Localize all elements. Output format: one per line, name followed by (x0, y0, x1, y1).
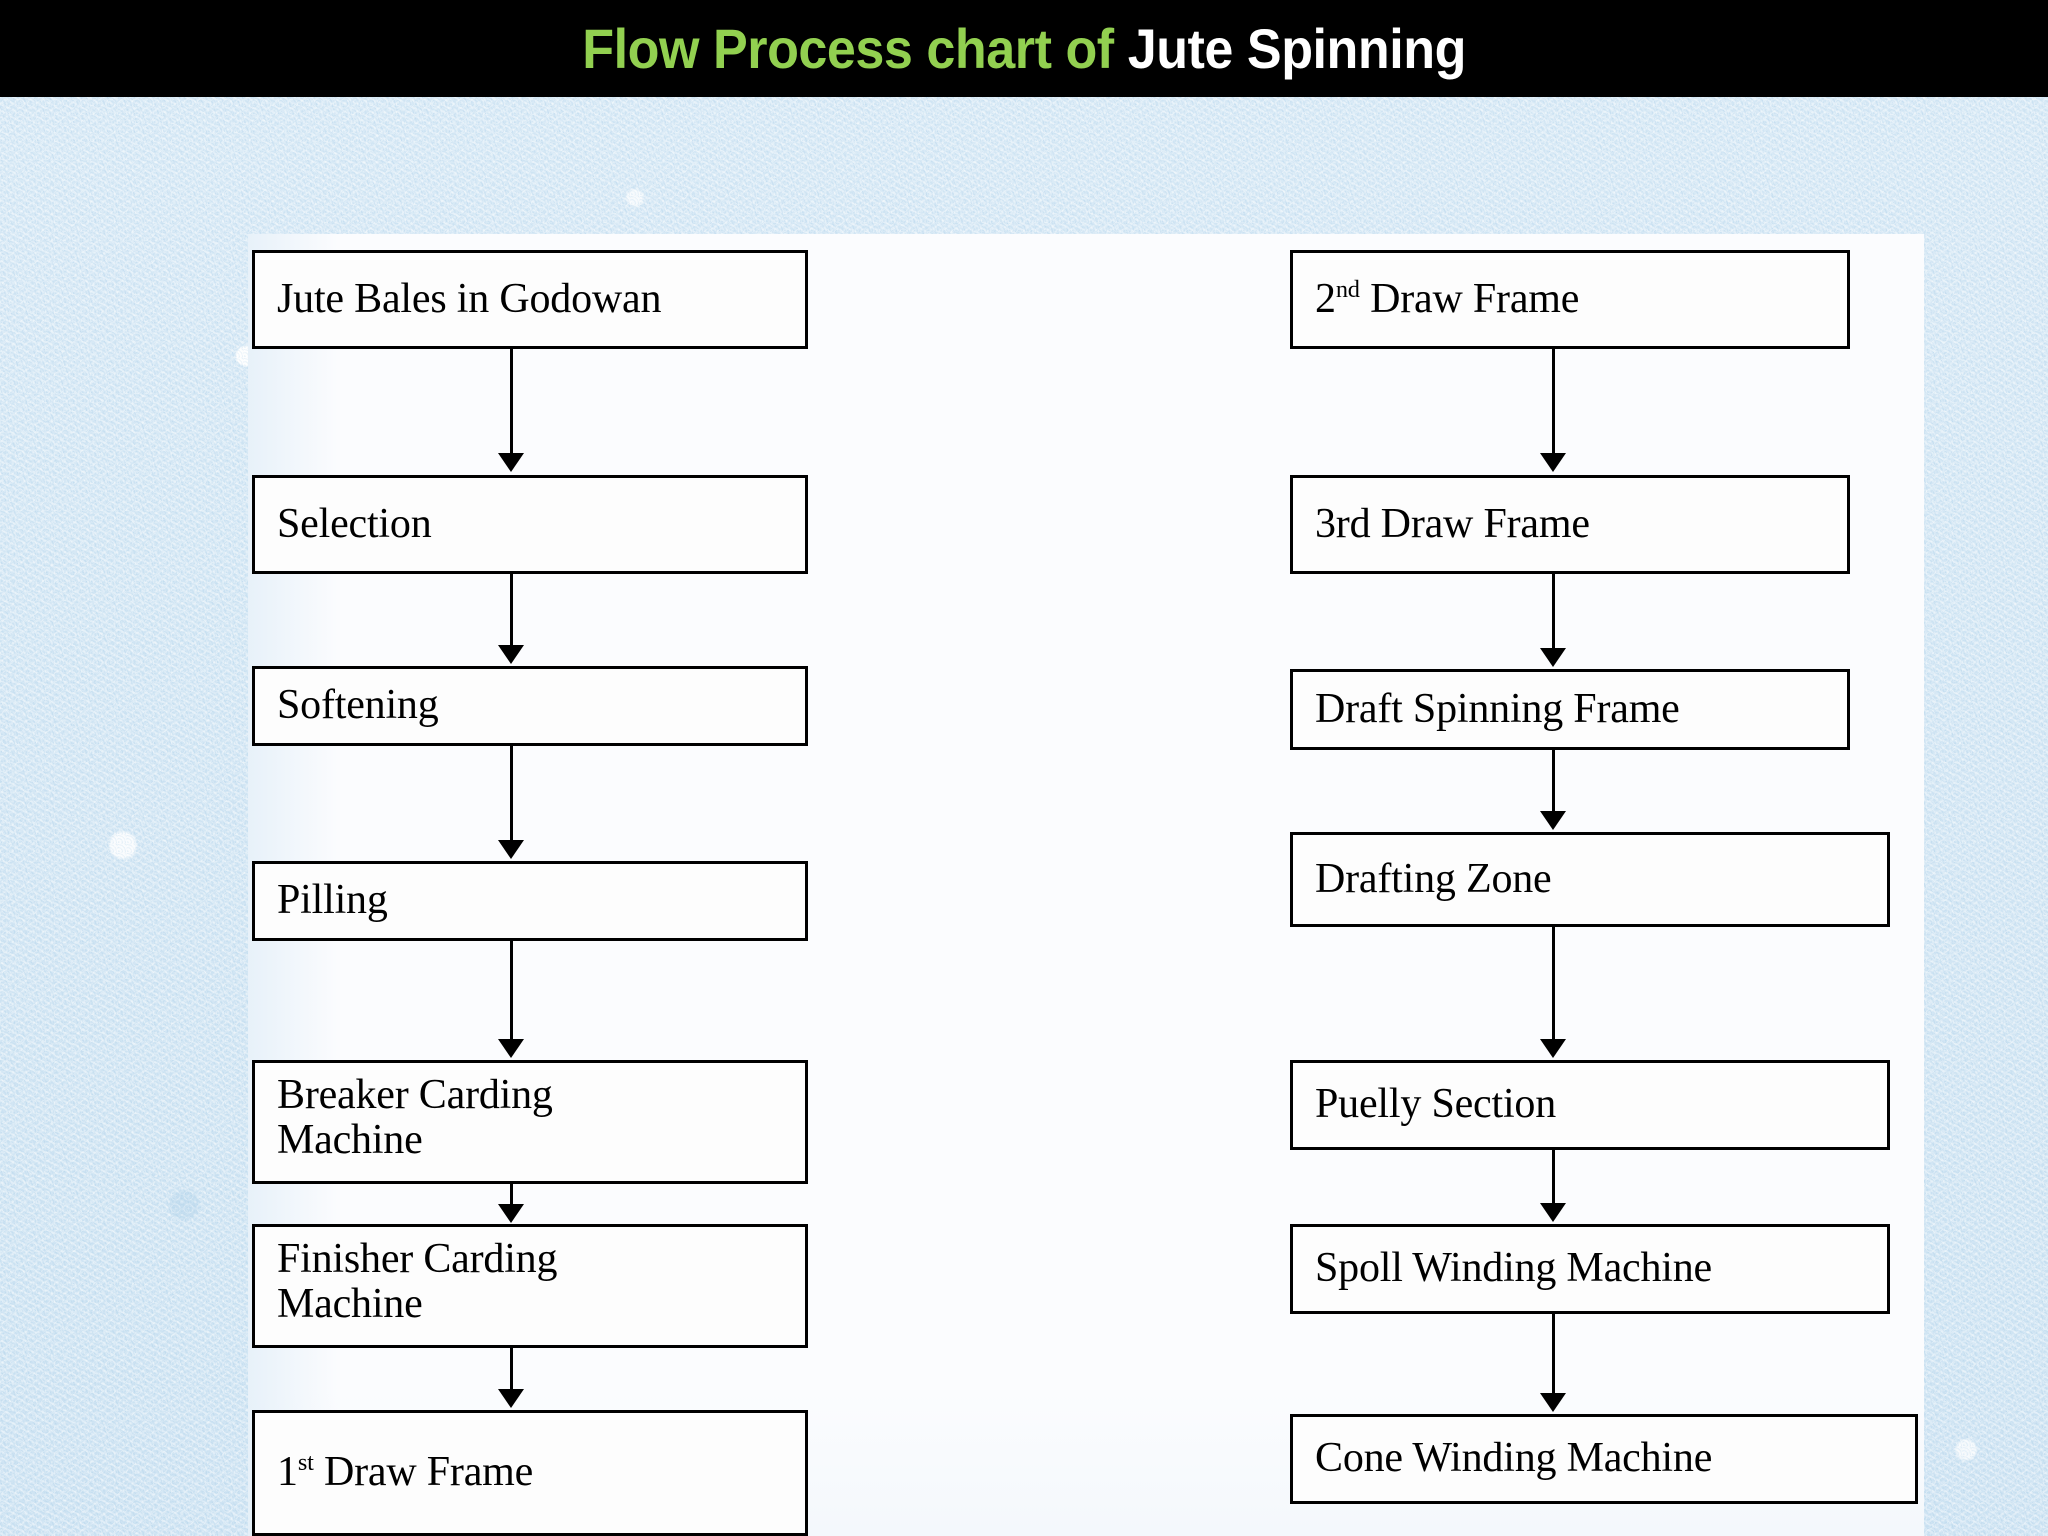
connector-line (510, 941, 513, 1040)
page-title-white-part: Jute Spinning (1127, 16, 1467, 80)
node-label: 1st Draw Frame (277, 1450, 533, 1495)
connector-line (1552, 750, 1555, 812)
connector-arrowhead-icon (1540, 1039, 1566, 1058)
node-label: Puelly Section (1315, 1081, 1557, 1128)
node-ordinal-suffix: st (297, 1449, 314, 1477)
node-label-rest: Draw Frame (1359, 275, 1580, 322)
node-ordinal: 2 (1315, 275, 1336, 322)
node-label: 2nd Draw Frame (1315, 275, 1580, 322)
node-third-draw-frame[interactable]: 3rd Draw Frame (1290, 475, 1850, 574)
node-jute-bales-in-godowan[interactable]: Jute Bales in Godowan (252, 250, 808, 349)
title-banner: Flow Process chart of Jute Spinning (0, 0, 2048, 97)
connector-line (510, 1184, 513, 1205)
connector-arrowhead-icon (498, 1389, 524, 1408)
node-draft-spinning-frame[interactable]: Draft Spinning Frame (1290, 669, 1850, 750)
node-softening[interactable]: Softening (252, 666, 808, 746)
node-drafting-zone[interactable]: Drafting Zone (1290, 832, 1890, 927)
connector-arrowhead-icon (498, 1204, 524, 1223)
node-finisher-carding-machine[interactable]: Finisher Carding Machine (252, 1224, 808, 1348)
node-label: Jute Bales in Godowan (277, 275, 662, 322)
connector-line (510, 574, 513, 646)
connector-arrowhead-icon (1540, 1393, 1566, 1412)
node-label: Draft Spinning Frame (1315, 685, 1680, 732)
node-pilling[interactable]: Pilling (252, 861, 808, 941)
connector-line (1552, 1314, 1555, 1394)
node-breaker-carding-machine[interactable]: Breaker Carding Machine (252, 1060, 808, 1184)
node-ordinal: 1 (277, 1449, 298, 1496)
node-spoll-winding-machine[interactable]: Spoll Winding Machine (1290, 1224, 1890, 1314)
connector-line (1552, 927, 1555, 1040)
content-panel (248, 234, 1924, 1392)
connector-arrowhead-icon (1540, 453, 1566, 472)
node-puelly-section[interactable]: Puelly Section (1290, 1060, 1890, 1150)
page-title-green-part: Flow Process chart of (582, 16, 1128, 80)
node-label: Pilling (277, 877, 388, 924)
connector-line (510, 1348, 513, 1390)
node-label: Finisher Carding Machine (277, 1236, 558, 1328)
node-label-rest: Draw Frame (313, 1449, 534, 1496)
connector-arrowhead-icon (498, 840, 524, 859)
node-second-draw-frame[interactable]: 2nd Draw Frame (1290, 250, 1850, 349)
connector-arrowhead-icon (1540, 648, 1566, 667)
node-label: Drafting Zone (1315, 855, 1552, 902)
connector-arrowhead-icon (498, 645, 524, 664)
connector-arrowhead-icon (1540, 811, 1566, 830)
node-label: Selection (277, 500, 432, 547)
node-label: Cone Winding Machine (1315, 1435, 1713, 1482)
page-title: Flow Process chart of Jute Spinning (582, 20, 1466, 77)
connector-line (510, 746, 513, 841)
node-label: Breaker Carding Machine (277, 1072, 553, 1164)
node-label: Softening (277, 682, 439, 729)
connector-line (1552, 1150, 1555, 1204)
node-cone-winding-machine[interactable]: Cone Winding Machine (1290, 1414, 1918, 1504)
connector-arrowhead-icon (498, 453, 524, 472)
node-label: Spoll Winding Machine (1315, 1245, 1712, 1292)
node-label: 3rd Draw Frame (1315, 500, 1590, 547)
connector-arrowhead-icon (1540, 1203, 1566, 1222)
connector-arrowhead-icon (498, 1039, 524, 1058)
node-first-draw-frame[interactable]: 1st Draw Frame (252, 1410, 808, 1536)
connector-line (1552, 574, 1555, 649)
node-selection[interactable]: Selection (252, 475, 808, 574)
connector-line (1552, 349, 1555, 454)
connector-line (510, 349, 513, 454)
node-ordinal-suffix: nd (1335, 275, 1360, 303)
